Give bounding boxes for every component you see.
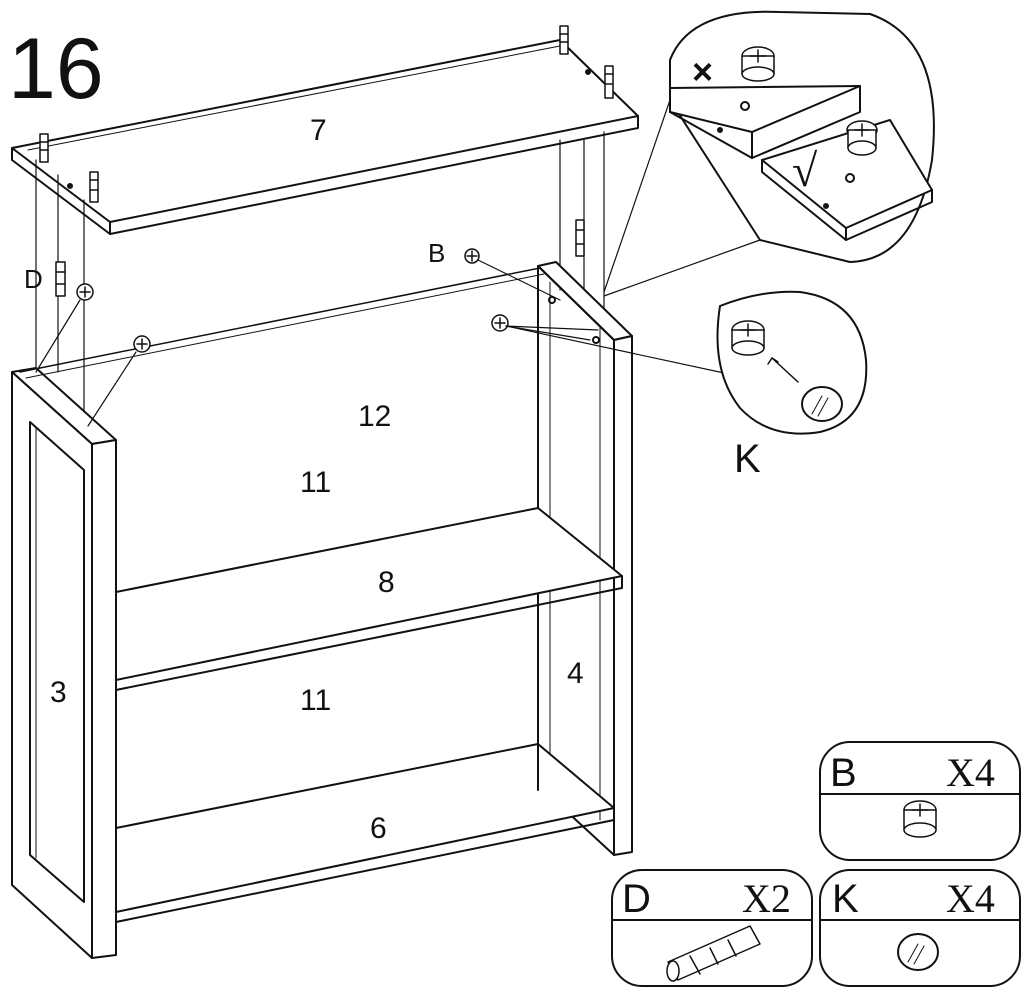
bottom-shelf [115, 743, 615, 923]
left-side-label: 3 [50, 676, 67, 709]
hardware-box-b [819, 741, 1021, 861]
dowel-icon [666, 925, 761, 982]
hardware-box-b-quantity: X4 [946, 750, 995, 795]
dowel-label: D [24, 264, 43, 294]
top-panel-label: 7 [310, 114, 327, 147]
detail-callout [669, 10, 935, 263]
dowel-icon [39, 25, 614, 203]
cover-cap-icon [897, 933, 939, 971]
right-mark-icon: √ [792, 145, 818, 196]
hardware-box-k [819, 869, 1021, 987]
cam-lock-icon [731, 320, 765, 356]
hardware-box-d-letter: D [622, 877, 651, 921]
hardware-box-d-quantity: X2 [742, 876, 791, 921]
cam-lock-icon [76, 248, 509, 353]
lower-back-label: 11 [300, 684, 331, 717]
top-panel [11, 25, 639, 235]
insert-arrow-icon [771, 357, 799, 383]
hardware-box-k-quantity: X4 [946, 876, 995, 921]
insertion-arrows [35, 259, 739, 427]
cam-lock-icon [903, 800, 937, 838]
wrong-mark-icon: × [692, 51, 713, 92]
cover-cap-label: K [734, 437, 761, 481]
cover-cap-icon [801, 386, 843, 422]
hardware-box-b-letter: B [830, 751, 857, 795]
callout-leader-lines [603, 99, 761, 297]
cover-cap-callout [716, 290, 868, 435]
middle-shelf [115, 507, 623, 691]
step-number: 16 [8, 21, 104, 117]
middle-shelf-label: 8 [378, 566, 395, 599]
hardware-box-k-letter: K [832, 877, 859, 921]
bottom-shelf-label: 6 [370, 812, 387, 845]
right-side-label: 4 [567, 657, 584, 690]
cam-lock-label: B [428, 238, 445, 268]
dowel-icon [55, 219, 585, 297]
left-side-panel [11, 367, 117, 959]
cam-lock-icon [741, 46, 878, 156]
right-side-panel [537, 261, 633, 856]
back-panel-label: 12 [358, 400, 391, 433]
upper-back-label: 11 [300, 466, 331, 499]
back-panel [19, 267, 545, 379]
hardware-box-d [611, 869, 813, 987]
